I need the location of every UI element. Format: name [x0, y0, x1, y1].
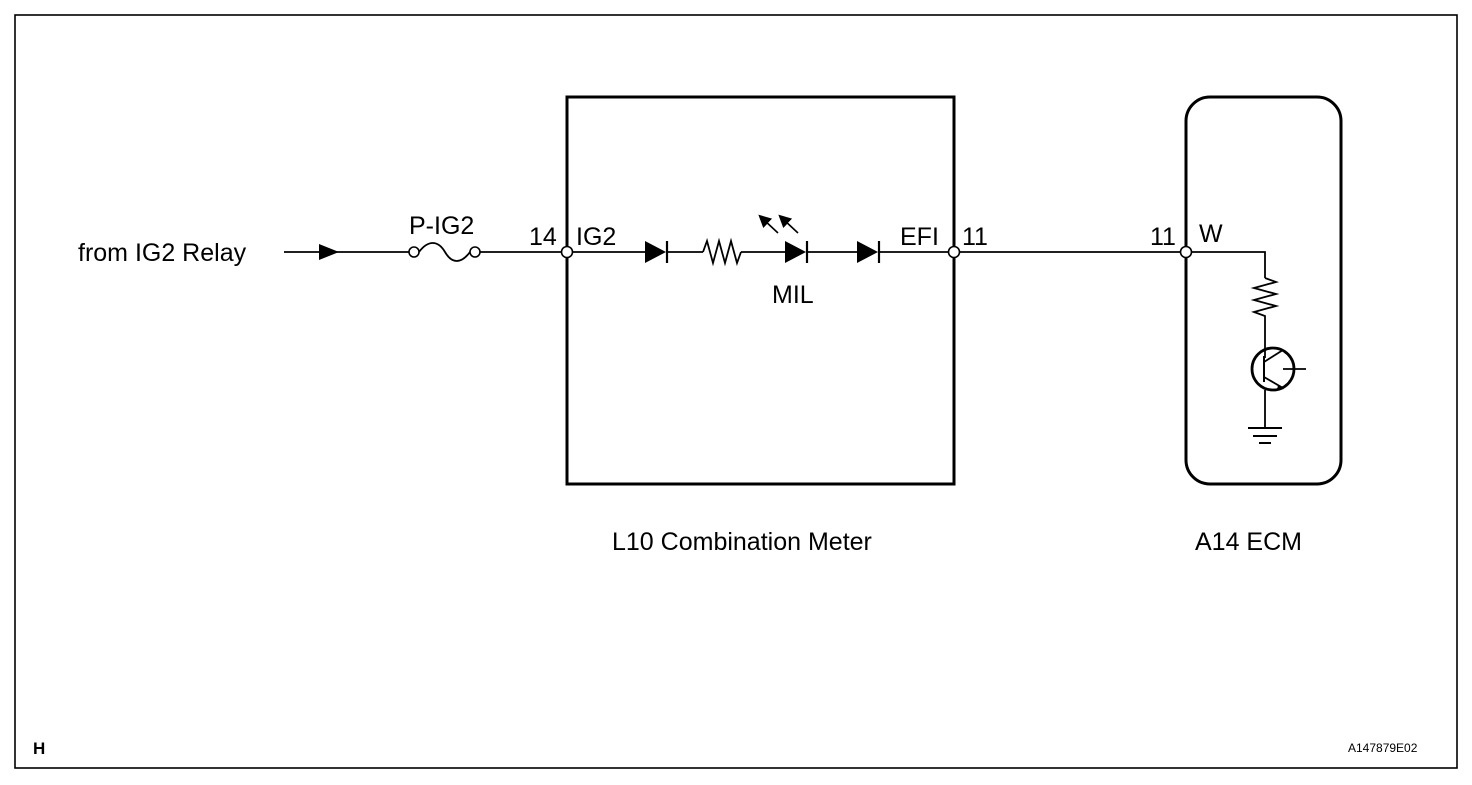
mil-led-icon	[758, 214, 809, 263]
combination-meter-name: L10 Combination Meter	[612, 528, 872, 556]
meter-pin-ig2-terminal	[560, 245, 574, 259]
diode-2-icon	[857, 241, 881, 263]
meter-pin-out-number: 11	[962, 223, 988, 251]
diode-1-icon	[645, 241, 669, 263]
meter-pin-out-name: EFI	[900, 223, 939, 251]
diagram-frame	[14, 14, 1458, 769]
fuse-label: P-IG2	[409, 212, 474, 240]
meter-pin-in-name: IG2	[576, 223, 616, 251]
corner-code: H	[33, 739, 45, 758]
transistor-icon	[1250, 346, 1306, 392]
mil-label: MIL	[772, 281, 814, 309]
ecm-name: A14 ECM	[1195, 528, 1302, 556]
figure-id: A147879E02	[1348, 741, 1418, 755]
ecm-box	[1184, 95, 1343, 486]
fuse-symbol	[408, 242, 481, 262]
ecm-resistor-icon	[1250, 277, 1280, 346]
combination-meter-box	[565, 95, 956, 486]
source-label: from IG2 Relay	[78, 239, 247, 267]
meter-pin-in-number: 14	[529, 223, 557, 251]
source-arrow-icon	[319, 244, 339, 260]
meter-pin-efi-terminal	[947, 245, 961, 259]
resistor-icon	[702, 237, 742, 267]
ecm-internal-wire-1	[1191, 251, 1266, 278]
ecm-pin-w-terminal	[1179, 245, 1193, 259]
ground-icon	[1248, 427, 1282, 444]
ecm-pin-number: 11	[1150, 223, 1176, 251]
ecm-pin-name: W	[1199, 220, 1223, 248]
